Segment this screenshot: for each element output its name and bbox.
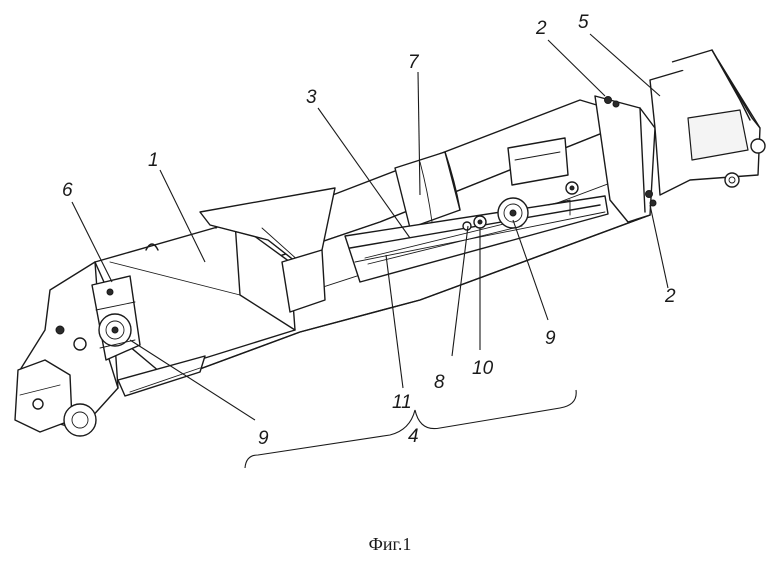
figure-caption: Фиг.1 <box>369 534 412 554</box>
label-1: 1 <box>148 150 159 171</box>
end-housing-5 <box>595 50 765 222</box>
label-3: 3 <box>306 87 317 108</box>
label-4: 4 <box>408 426 419 447</box>
label-9-left: 9 <box>258 428 269 449</box>
label-6: 6 <box>62 180 73 201</box>
label-11: 11 <box>392 392 412 413</box>
label-10: 10 <box>472 358 494 379</box>
label-9-right: 9 <box>545 328 556 349</box>
label-7: 7 <box>408 52 420 73</box>
label-2-right: 2 <box>664 286 676 307</box>
label-5: 5 <box>578 12 589 33</box>
label-8: 8 <box>434 372 445 393</box>
label-2-top: 2 <box>535 18 547 39</box>
